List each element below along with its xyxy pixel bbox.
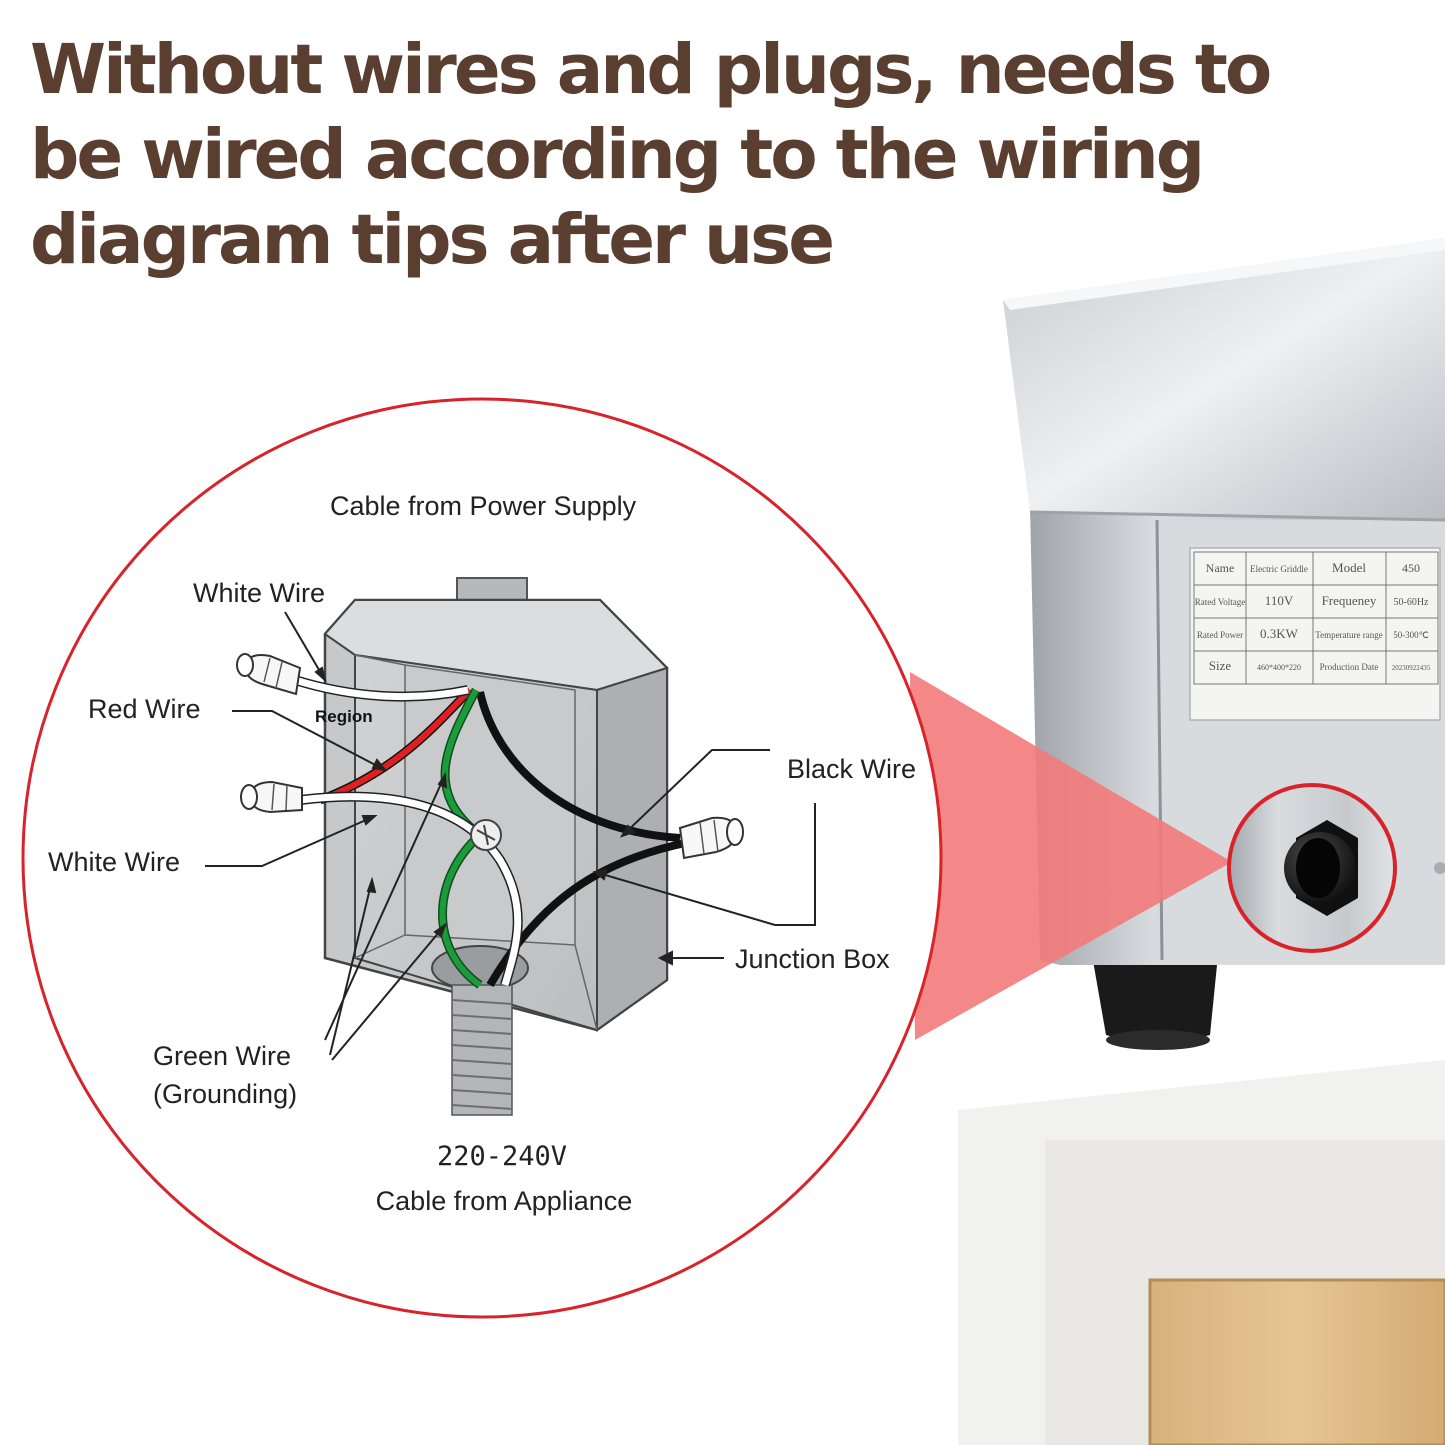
stand-edge xyxy=(958,1025,1445,1110)
nameplate-cell: 20230922435 xyxy=(1392,664,1431,672)
headline-line-1: Without wires and plugs, needs to xyxy=(30,30,1272,110)
zoom-circle-outline xyxy=(1227,783,1397,953)
nameplate-cell: Electric Griddle xyxy=(1250,564,1308,574)
nameplate-cell: Name xyxy=(1206,561,1235,575)
nameplate-cell: Rated Power xyxy=(1197,630,1243,640)
label-red-wire: Red Wire xyxy=(88,694,201,724)
label-white-wire-top: White Wire xyxy=(193,578,325,608)
white-wire-top xyxy=(293,676,469,701)
griddle-foot xyxy=(1092,955,1218,1043)
wire-nut-icon xyxy=(240,780,303,814)
headline-line-2: be wired according to the wiring xyxy=(30,115,1205,195)
nameplate-cell: 110V xyxy=(1265,593,1294,608)
label-cable-from-power-supply: Cable from Power Supply xyxy=(330,491,637,521)
label-green-wire: Green Wire xyxy=(153,1041,291,1071)
red-wire xyxy=(318,687,473,803)
appliance-conduit xyxy=(451,984,513,1116)
label-grounding: (Grounding) xyxy=(153,1079,297,1109)
wire-nut-icon xyxy=(678,816,744,860)
label-voltage: 220-240V xyxy=(437,1141,567,1172)
nameplate-cell: 0.3KW xyxy=(1260,626,1299,641)
label-black-wire: Black Wire xyxy=(787,754,916,784)
nameplate-cell: Temperature range xyxy=(1315,630,1383,640)
label-region: Region xyxy=(315,707,373,726)
nameplate-cell: Model xyxy=(1332,560,1366,575)
nameplate-cell: Production Date xyxy=(1320,662,1379,672)
nameplate-cell: 450 xyxy=(1402,561,1420,575)
label-white-wire-left: White Wire xyxy=(48,847,180,877)
leader-lines xyxy=(205,611,816,1061)
headline-line-3: diagram tips after use xyxy=(30,200,835,280)
ground-screw-icon xyxy=(470,819,502,851)
wooden-drawer xyxy=(1150,1280,1445,1445)
nameplate-cell: Size xyxy=(1209,658,1232,673)
wire-nut-icon xyxy=(236,653,302,696)
label-cable-from-appliance: Cable from Appliance xyxy=(376,1186,633,1216)
junction-diagram: Cable from Power Supply White Wire Red W… xyxy=(48,491,916,1216)
nameplate-cell: Rated Voltage xyxy=(1195,597,1245,607)
cable-gland-zoom xyxy=(1227,783,1397,953)
black-wire-supply xyxy=(476,691,681,842)
nameplate-cell: 50-300℃ xyxy=(1393,630,1429,640)
cable-gland-icon xyxy=(1284,820,1358,916)
headline: Without wires and plugs, needs to be wir… xyxy=(30,28,1330,283)
nameplate-cell: 50-60Hz xyxy=(1394,597,1430,608)
callout-beam xyxy=(910,672,1232,1040)
nameplate-cell: Frequeney xyxy=(1322,593,1377,608)
label-junction-box: Junction Box xyxy=(735,944,890,974)
nameplate-cell: 460*400*220 xyxy=(1257,663,1301,672)
griddle-tray xyxy=(1003,238,1445,520)
